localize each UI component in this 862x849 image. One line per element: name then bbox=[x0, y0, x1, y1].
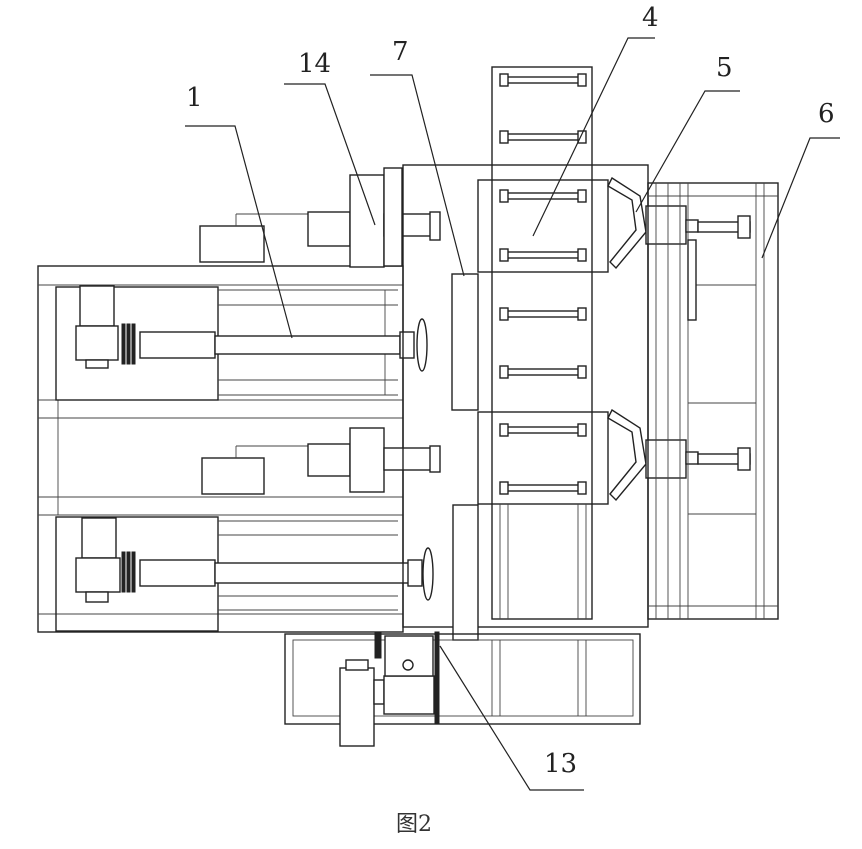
right-rail-frame bbox=[647, 182, 779, 620]
middle-clamp-assembly bbox=[201, 427, 441, 495]
roller-bearing bbox=[577, 365, 587, 379]
roller bbox=[504, 368, 580, 376]
roller-bearing bbox=[499, 423, 509, 437]
roller bbox=[504, 192, 580, 200]
roller-bearing bbox=[577, 189, 587, 203]
roller-bearing bbox=[499, 365, 509, 379]
roller bbox=[504, 251, 580, 259]
roller bbox=[504, 484, 580, 492]
roller-bearing bbox=[577, 248, 587, 262]
callout-1: 1 bbox=[186, 83, 203, 113]
roller-bearing bbox=[499, 248, 509, 262]
callout-6: 6 bbox=[818, 99, 835, 129]
roller-bearing bbox=[499, 189, 509, 203]
roller bbox=[504, 426, 580, 434]
callout-5: 5 bbox=[716, 53, 733, 83]
upper-gripper bbox=[607, 176, 699, 270]
roller-bearing bbox=[499, 481, 509, 495]
figure-caption: 图2 bbox=[396, 812, 432, 837]
roller-bearing bbox=[499, 130, 509, 144]
leader-lines bbox=[185, 37, 840, 791]
callout-14: 14 bbox=[298, 49, 331, 79]
rollers bbox=[499, 73, 587, 495]
roller-bearing bbox=[577, 307, 587, 321]
roller-bearing bbox=[577, 73, 587, 87]
callout-7: 7 bbox=[392, 37, 409, 67]
roller-bearing bbox=[577, 481, 587, 495]
roller bbox=[504, 76, 580, 84]
bottom-transport-frame bbox=[284, 631, 641, 747]
coupling-icon bbox=[121, 323, 136, 365]
roller bbox=[504, 310, 580, 318]
roller-bearing bbox=[499, 307, 509, 321]
roller-bearing bbox=[499, 73, 509, 87]
roller-conveyor bbox=[477, 66, 609, 620]
roller-bearing bbox=[577, 423, 587, 437]
callout-4: 4 bbox=[642, 3, 659, 33]
top-clamp-assembly bbox=[199, 167, 441, 268]
roller bbox=[504, 133, 580, 141]
lower-gripper bbox=[607, 408, 699, 502]
lower-drive-module bbox=[55, 516, 434, 632]
upper-drive-module bbox=[55, 285, 428, 401]
roller-bearing bbox=[577, 130, 587, 144]
callout-13: 13 bbox=[544, 749, 577, 779]
